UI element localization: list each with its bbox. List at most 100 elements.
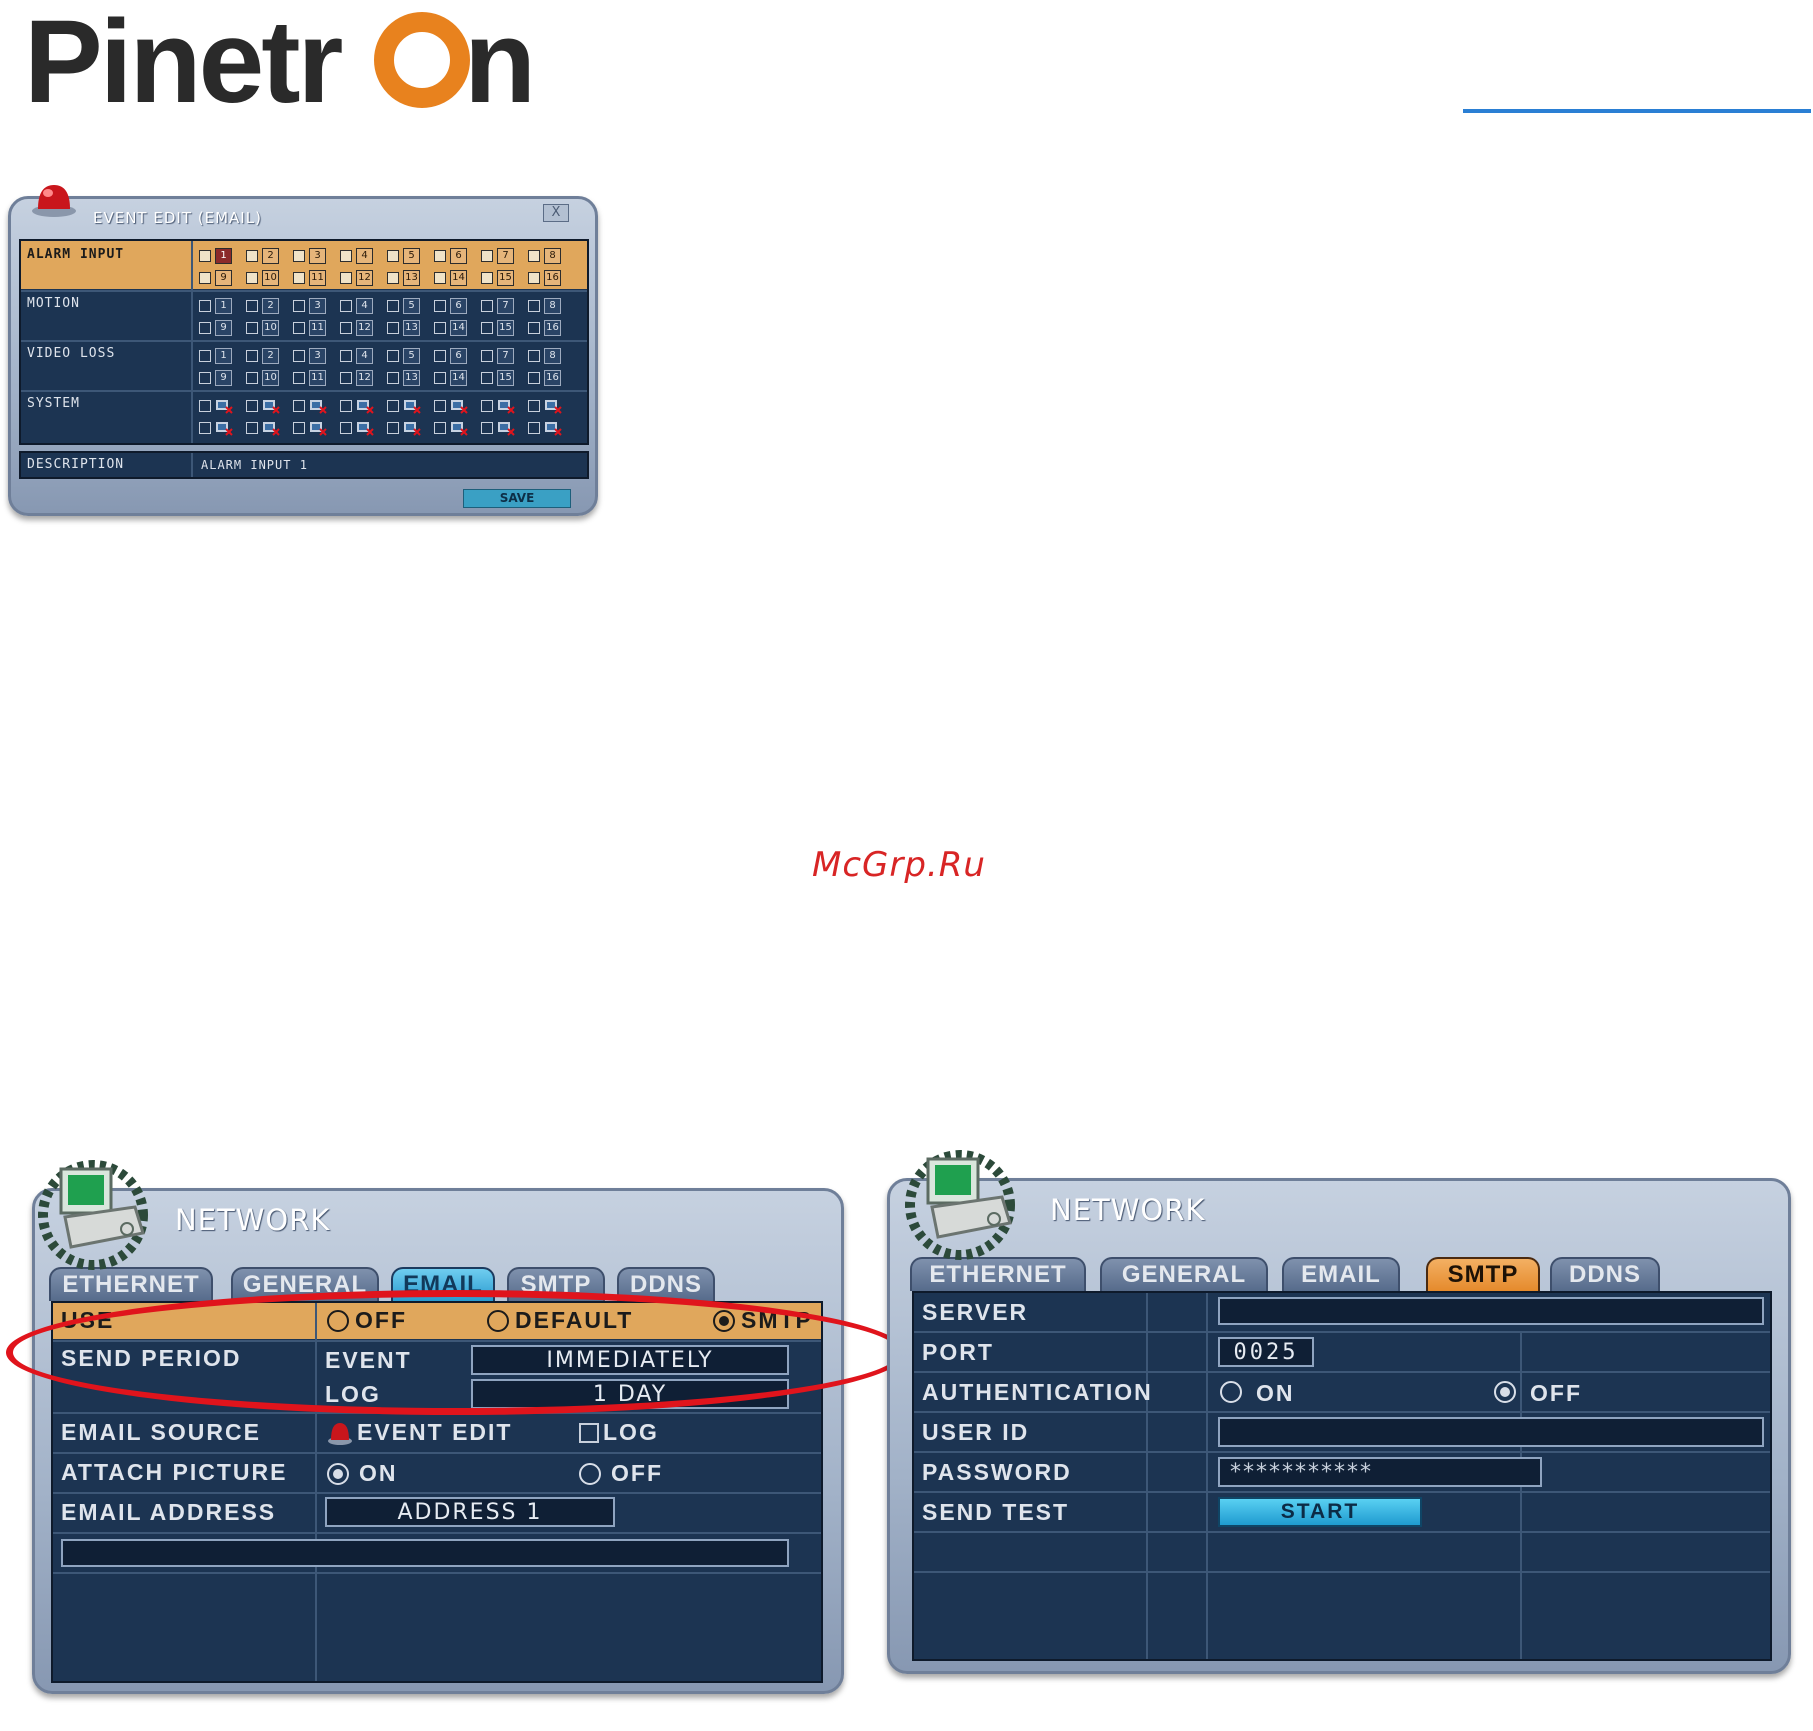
- channel-checkbox[interactable]: [246, 272, 258, 284]
- system-event-icon: [497, 398, 515, 414]
- channel-checkbox[interactable]: [293, 272, 305, 284]
- attach-on-radio[interactable]: [327, 1463, 349, 1485]
- channel-checkbox[interactable]: [434, 272, 446, 284]
- event-edit-source-label[interactable]: EVENT EDIT: [357, 1419, 513, 1445]
- channel-checkbox[interactable]: [340, 250, 352, 262]
- channel-checkbox[interactable]: [434, 372, 446, 384]
- channel-checkbox[interactable]: [387, 350, 399, 362]
- channel-number: 11: [309, 270, 326, 286]
- tab-general[interactable]: GENERAL: [1100, 1257, 1268, 1291]
- channel-checkbox[interactable]: [246, 250, 258, 262]
- attach-off-radio[interactable]: [579, 1463, 601, 1485]
- channel-checkbox[interactable]: [434, 322, 446, 334]
- system-event-icon: [309, 398, 327, 414]
- password-input[interactable]: ***********: [1218, 1457, 1542, 1487]
- tab-ddns[interactable]: DDNS: [1550, 1257, 1660, 1291]
- channel-checkbox[interactable]: [293, 372, 305, 384]
- channel-checkbox[interactable]: [293, 350, 305, 362]
- channel-checkbox[interactable]: [481, 400, 493, 412]
- address-select[interactable]: ADDRESS 1: [325, 1497, 615, 1527]
- channel-checkbox[interactable]: [528, 372, 540, 384]
- channel-checkbox[interactable]: [340, 300, 352, 312]
- channel-checkbox[interactable]: [246, 400, 258, 412]
- channel-checkbox[interactable]: [199, 322, 211, 334]
- channel-checkbox[interactable]: [528, 300, 540, 312]
- network-smtp-window: NETWORK ETHERNET GENERAL EMAIL SMTP DDNS…: [887, 1150, 1791, 1674]
- channel-checkbox[interactable]: [199, 400, 211, 412]
- channel-number: 2: [262, 248, 279, 264]
- system-event-icon: [262, 398, 280, 414]
- channel-checkbox[interactable]: [293, 300, 305, 312]
- user-id-input[interactable]: [1218, 1417, 1764, 1447]
- channel-checkbox[interactable]: [340, 272, 352, 284]
- channel-checkbox[interactable]: [293, 400, 305, 412]
- auth-off-radio[interactable]: [1494, 1381, 1516, 1403]
- channel-number: 6: [450, 348, 467, 364]
- tab-smtp[interactable]: SMTP: [1426, 1257, 1540, 1291]
- channel-checkbox[interactable]: [246, 422, 258, 434]
- channel-number: 4: [356, 298, 373, 314]
- channel-checkbox[interactable]: [340, 350, 352, 362]
- close-button[interactable]: X: [543, 204, 569, 222]
- channel-checkbox[interactable]: [434, 300, 446, 312]
- channel-checkbox[interactable]: [528, 350, 540, 362]
- email-address-input[interactable]: [61, 1539, 789, 1567]
- channel-checkbox[interactable]: [246, 350, 258, 362]
- channel-checkbox[interactable]: [481, 350, 493, 362]
- channel-checkbox[interactable]: [340, 372, 352, 384]
- channel-checkbox[interactable]: [199, 372, 211, 384]
- channel-checkbox[interactable]: [293, 322, 305, 334]
- channel-checkbox[interactable]: [246, 322, 258, 334]
- system-event-icon: [544, 398, 562, 414]
- channel-number: 7: [497, 248, 514, 264]
- tab-ethernet[interactable]: ETHERNET: [910, 1257, 1086, 1291]
- channel-checkbox[interactable]: [293, 422, 305, 434]
- save-button[interactable]: SAVE: [463, 489, 571, 508]
- channel-checkbox[interactable]: [528, 272, 540, 284]
- channel-checkbox[interactable]: [481, 272, 493, 284]
- channel-checkbox[interactable]: [481, 300, 493, 312]
- channel-checkbox[interactable]: [434, 400, 446, 412]
- channel-checkbox[interactable]: [387, 322, 399, 334]
- channel-checkbox[interactable]: [199, 250, 211, 262]
- server-input[interactable]: [1218, 1297, 1764, 1325]
- port-input[interactable]: 0025: [1218, 1337, 1314, 1367]
- network-email-window: NETWORK ETHERNET GENERAL EMAIL SMTP DDNS…: [32, 1160, 844, 1694]
- channel-checkbox[interactable]: [434, 250, 446, 262]
- tab-ethernet[interactable]: ETHERNET: [49, 1267, 213, 1301]
- channel-checkbox[interactable]: [481, 322, 493, 334]
- channel-checkbox[interactable]: [481, 422, 493, 434]
- channel-checkbox[interactable]: [387, 400, 399, 412]
- channel-checkbox[interactable]: [481, 250, 493, 262]
- channel-checkbox[interactable]: [340, 422, 352, 434]
- channel-checkbox[interactable]: [246, 300, 258, 312]
- channel-checkbox[interactable]: [199, 350, 211, 362]
- channel-checkbox[interactable]: [528, 422, 540, 434]
- tab-email[interactable]: EMAIL: [1282, 1257, 1400, 1291]
- channel-checkbox[interactable]: [387, 372, 399, 384]
- channel-checkbox[interactable]: [434, 350, 446, 362]
- channel-checkbox[interactable]: [199, 422, 211, 434]
- log-source-checkbox[interactable]: [579, 1423, 599, 1443]
- channel-checkbox[interactable]: [387, 300, 399, 312]
- channel-checkbox[interactable]: [528, 322, 540, 334]
- channel-checkbox[interactable]: [246, 372, 258, 384]
- start-button[interactable]: START: [1218, 1497, 1422, 1527]
- channel-checkbox[interactable]: [199, 272, 211, 284]
- description-field[interactable]: ALARM INPUT 1: [201, 458, 308, 472]
- channel-checkbox[interactable]: [387, 250, 399, 262]
- channel-checkbox[interactable]: [199, 300, 211, 312]
- channel-checkbox[interactable]: [387, 272, 399, 284]
- channel-checkbox[interactable]: [481, 372, 493, 384]
- channel-number: 15: [497, 370, 514, 386]
- channel-checkbox[interactable]: [293, 250, 305, 262]
- channel-checkbox[interactable]: [340, 322, 352, 334]
- channel-number: 5: [403, 348, 420, 364]
- channel-checkbox[interactable]: [528, 400, 540, 412]
- event-edit-dialog: EVENT EDIT (EMAIL) X ALARM INPUT MOTION …: [8, 185, 598, 516]
- channel-checkbox[interactable]: [340, 400, 352, 412]
- channel-checkbox[interactable]: [387, 422, 399, 434]
- channel-checkbox[interactable]: [528, 250, 540, 262]
- auth-on-radio[interactable]: [1220, 1381, 1242, 1403]
- channel-checkbox[interactable]: [434, 422, 446, 434]
